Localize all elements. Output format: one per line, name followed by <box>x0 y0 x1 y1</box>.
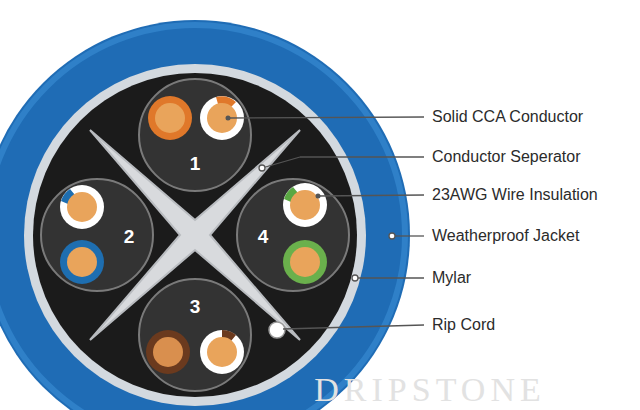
wire-brown <box>146 330 190 374</box>
callout-number: 3 <box>190 296 201 318</box>
leader-line <box>392 235 424 236</box>
pair-2 <box>41 179 153 291</box>
pair-1 <box>139 79 251 191</box>
leader-line <box>228 117 424 118</box>
part-label: Weatherproof Jacket <box>432 227 579 245</box>
leader-line <box>262 157 300 168</box>
rip-cord <box>269 322 285 338</box>
conductor <box>290 247 320 277</box>
wire-white-green <box>283 183 327 227</box>
conductor <box>207 337 237 367</box>
part-label: Mylar <box>432 269 471 287</box>
callout-number: 2 <box>124 226 135 248</box>
leader-dot <box>226 116 231 121</box>
callout-number: 1 <box>190 153 201 175</box>
leader-line <box>355 277 424 278</box>
jacket-edge <box>0 25 405 410</box>
callout-number: 4 <box>258 226 269 248</box>
pair-3 <box>139 279 251 391</box>
part-label: Solid CCA Conductor <box>432 108 583 126</box>
leader-dot <box>259 165 265 171</box>
conductor <box>155 103 185 133</box>
leader-dot <box>389 233 395 239</box>
wire-orange <box>148 96 192 140</box>
leader-line <box>318 195 424 196</box>
wire-green <box>283 240 327 284</box>
conductor <box>67 192 97 222</box>
leader-dot <box>352 275 358 281</box>
part-label: 23AWG Wire Insulation <box>432 186 598 204</box>
conductor <box>153 337 183 367</box>
wire-blue <box>60 240 104 284</box>
leader-line <box>283 325 424 329</box>
jacket <box>0 20 410 410</box>
leader-line <box>300 156 424 157</box>
wire-white-brown <box>200 330 244 374</box>
leader-dot <box>316 194 321 199</box>
conductor <box>67 247 97 277</box>
core <box>33 73 357 397</box>
watermark: DRIPSTONE <box>314 371 545 409</box>
mylar <box>24 64 366 406</box>
part-label: Rip Cord <box>432 316 495 334</box>
part-label: Conductor Seperator <box>432 148 581 166</box>
conductor <box>290 190 320 220</box>
wire-white-blue <box>60 185 104 229</box>
